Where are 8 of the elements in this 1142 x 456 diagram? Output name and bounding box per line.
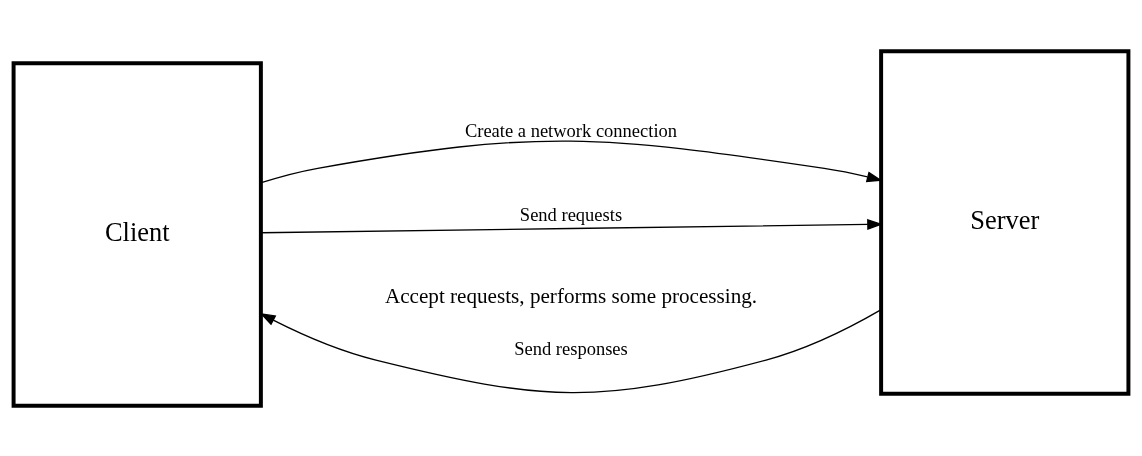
- arrow: [259, 308, 882, 393]
- node-box: Server: [879, 48, 1131, 396]
- node-box: Client: [11, 60, 263, 408]
- edge-label: Send responses: [514, 338, 628, 359]
- edge-label: Create a network connection: [464, 120, 678, 141]
- edge-label: Send requests: [519, 204, 623, 225]
- arrow: [260, 139, 883, 183]
- label: Accept requests, performs some processing.: [384, 283, 758, 308]
